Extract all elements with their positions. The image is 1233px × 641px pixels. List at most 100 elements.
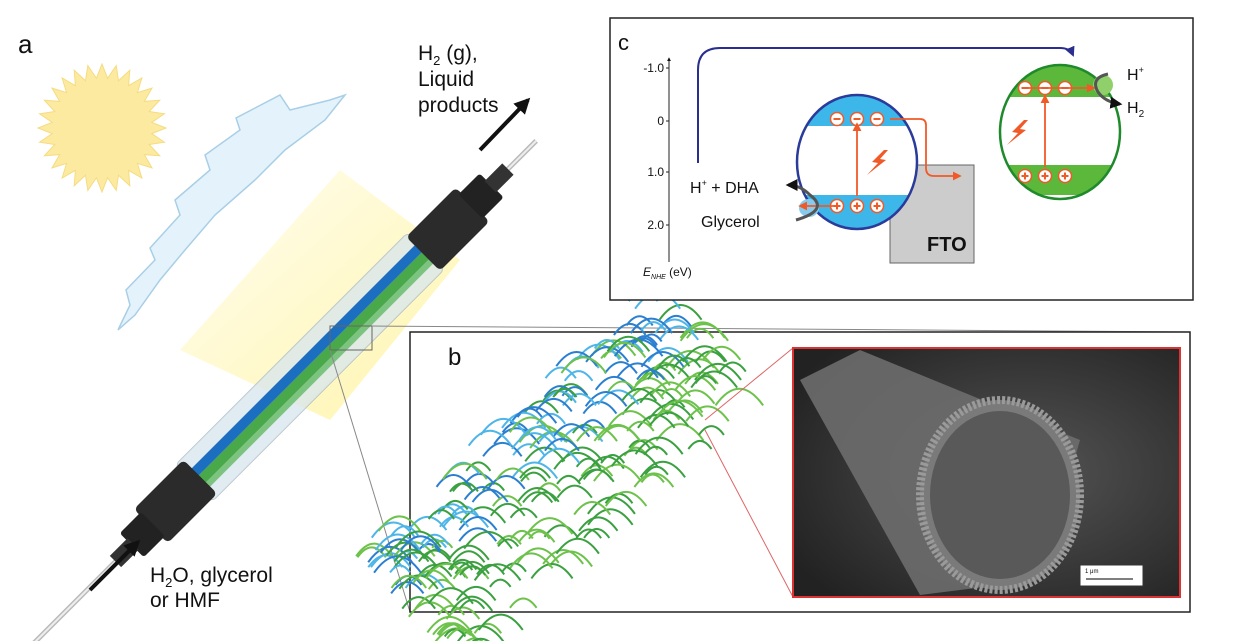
- nanowire: [509, 552, 554, 569]
- nanowire: [658, 304, 703, 321]
- nanowire: [658, 325, 699, 341]
- nanowire: [390, 574, 428, 589]
- panel-c: c -1.0 0 1.0 2.0 ENHE (eV) FTO: [609, 17, 1194, 301]
- nanowire: [441, 462, 488, 480]
- nanowire: [471, 637, 490, 641]
- nanowire: [655, 423, 705, 442]
- nanowire: [493, 427, 541, 445]
- zoom-line: [329, 349, 411, 613]
- scale-bar: 1 μm: [1079, 564, 1144, 587]
- nanowire: [455, 585, 497, 602]
- nanowire: [400, 535, 441, 551]
- nanowire: [393, 548, 430, 563]
- nanowire: [555, 350, 598, 367]
- nanowire: [580, 419, 605, 429]
- nanowire: [639, 460, 686, 478]
- nanowire: [616, 362, 659, 379]
- nanowire: [685, 405, 730, 422]
- nanowire: [509, 597, 538, 609]
- nanowire: [463, 486, 502, 501]
- oxidation-arrow: [785, 179, 819, 222]
- nanowire: [450, 595, 494, 612]
- nanowire: [583, 528, 611, 539]
- nanowire: [418, 549, 452, 563]
- nanowire: [575, 528, 602, 539]
- nanowire: [367, 546, 413, 563]
- nanowire: [694, 363, 742, 381]
- nanowire: [516, 407, 543, 418]
- nanowire: [702, 345, 742, 361]
- reactor-tube: [32, 139, 538, 641]
- nanowire: [367, 554, 404, 568]
- nanowire: [608, 410, 653, 427]
- nanowire: [379, 538, 420, 554]
- nanowire: [407, 515, 448, 531]
- nanowire: [473, 622, 503, 634]
- nanowire: [577, 468, 615, 483]
- nanowire: [629, 317, 673, 334]
- nanowire: [390, 581, 425, 594]
- nanowire: [613, 322, 647, 336]
- nanowire: [467, 429, 513, 447]
- nanowire: [511, 461, 559, 480]
- nanowire: [556, 474, 582, 485]
- nanowire: [492, 495, 523, 507]
- nanowire: [698, 425, 725, 436]
- nanowire: [634, 436, 684, 455]
- nanowire: [681, 345, 728, 363]
- nanowire: [374, 533, 421, 551]
- nanowire: [604, 490, 648, 507]
- zoom-region: [329, 325, 373, 351]
- nanowire: [518, 528, 556, 543]
- nanowire: [576, 426, 618, 442]
- nanowire: [487, 474, 526, 490]
- nanowire: [679, 323, 729, 342]
- nanowire: [597, 389, 640, 406]
- nanowire: [640, 473, 665, 483]
- svg-text:1 μm: 1 μm: [1085, 569, 1098, 575]
- inlet-arrow: [88, 539, 141, 592]
- nanowire: [427, 578, 457, 590]
- nanowire: [478, 613, 524, 631]
- nanowire: [390, 525, 419, 537]
- nanowire: [573, 500, 611, 516]
- nanowire: [643, 445, 668, 456]
- nanowire: [719, 361, 747, 373]
- reduction-reactant: H+: [1127, 65, 1144, 84]
- lightning-icon: [867, 150, 888, 175]
- nanowire: [646, 363, 691, 380]
- nanowire: [425, 562, 469, 580]
- nanowire-fiber-illustration: [355, 279, 764, 641]
- nanowire: [471, 488, 509, 503]
- nanowire: [517, 486, 557, 502]
- nanowire: [393, 551, 439, 569]
- panel-b: b 1 μm: [355, 279, 1191, 641]
- nanowire: [454, 560, 490, 575]
- nanowire: [449, 482, 475, 493]
- zoom-line: [371, 325, 1191, 333]
- nanowire: [600, 454, 626, 464]
- nanowire: [377, 515, 422, 532]
- nanowire: [604, 361, 638, 374]
- oxidation-reactant: Glycerol: [701, 214, 760, 231]
- nanowire: [452, 550, 486, 563]
- nanowire: [578, 516, 619, 532]
- nanowire: [694, 375, 718, 384]
- nanowire: [404, 573, 445, 589]
- nanowire: [674, 375, 717, 391]
- nanowire: [630, 335, 658, 346]
- electron-path-arrow: [697, 45, 1075, 163]
- svg-text:1.0: 1.0: [647, 165, 664, 179]
- nanowire: [524, 446, 566, 462]
- outlet-arrow: [478, 97, 531, 152]
- nanowire: [687, 439, 713, 450]
- sun-icon: [36, 62, 168, 194]
- nanowire: [530, 563, 574, 579]
- nanowire: [420, 533, 450, 545]
- connector-upper: [408, 163, 514, 269]
- nanowire: [555, 537, 600, 555]
- nanowire: [522, 491, 554, 504]
- nanowire: [594, 375, 634, 391]
- reduction-product: H2: [1127, 100, 1145, 120]
